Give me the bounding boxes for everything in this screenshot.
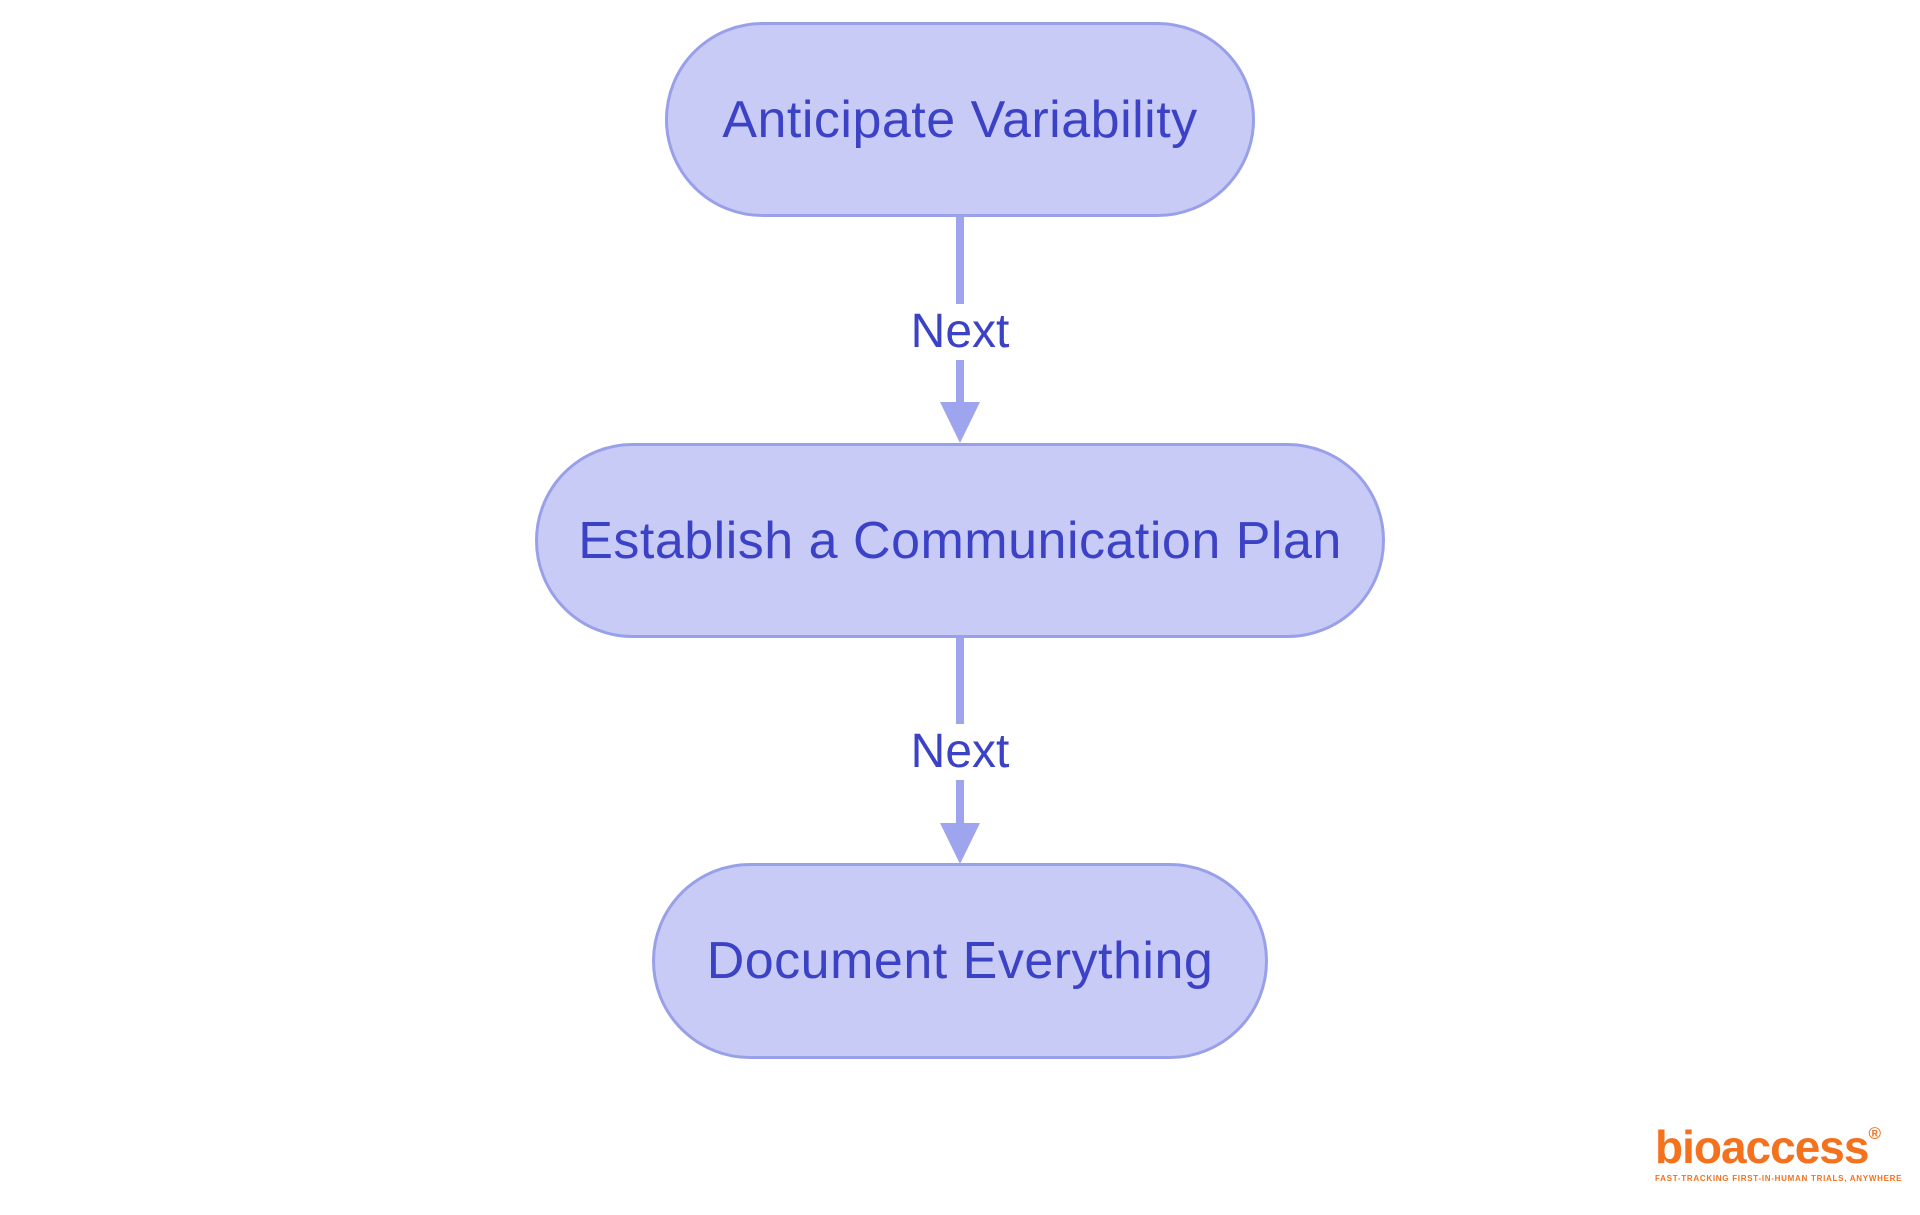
edge-label-next-2: Next: [896, 724, 1024, 780]
edge-label-next-1: Next: [896, 304, 1024, 360]
logo-text: bioaccess: [1655, 1121, 1869, 1173]
flow-node-label: Anticipate Variability: [722, 90, 1198, 149]
arrow-down-icon: [940, 823, 980, 864]
flow-node-label: Establish a Communication Plan: [578, 511, 1342, 570]
bioaccess-logo: bioaccess® FAST-TRACKING FIRST-IN-HUMAN …: [1655, 1124, 1903, 1183]
logo-tagline: FAST-TRACKING FIRST-IN-HUMAN TRIALS, ANY…: [1655, 1174, 1903, 1183]
flow-node-establish-communication-plan: Establish a Communication Plan: [535, 443, 1385, 638]
registered-trademark-icon: ®: [1868, 1124, 1882, 1143]
flow-node-label: Document Everything: [706, 932, 1214, 990]
flow-node-document-everything: Document Everything: [652, 863, 1268, 1059]
flow-node-anticipate-variability: Anticipate Variability: [665, 22, 1255, 217]
logo-wordmark: bioaccess®: [1655, 1124, 1895, 1170]
arrow-down-icon: [940, 402, 980, 443]
